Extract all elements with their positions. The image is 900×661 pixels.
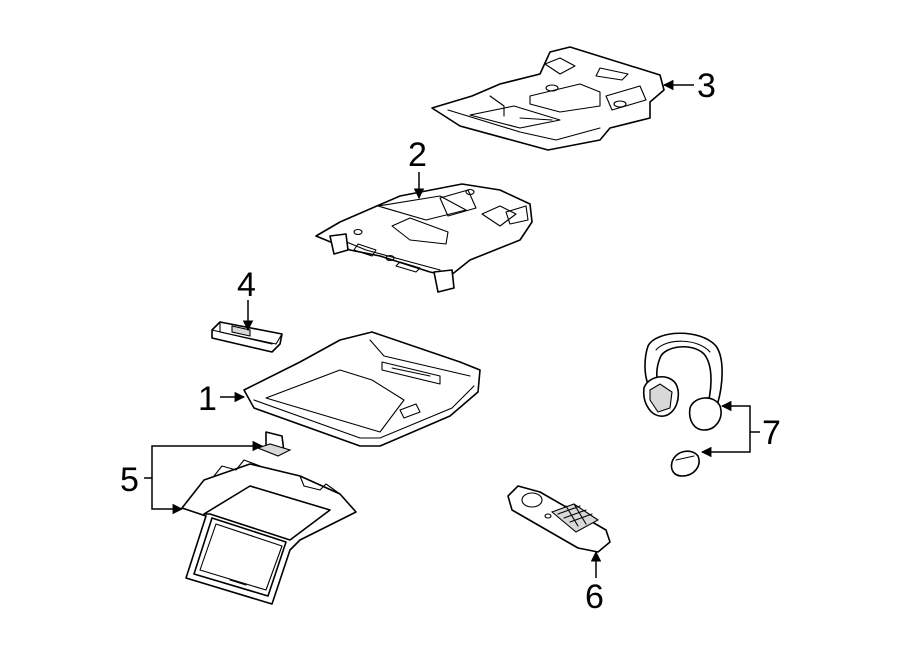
callout-labels: 1 2 3 4 5 6 7 [120,67,781,616]
leader-7-bottom [700,432,751,458]
part-6-remote-control [507,485,611,553]
callout-5: 5 [120,461,139,499]
callout-6: 6 [585,578,604,616]
callout-3: 3 [697,67,716,105]
part-4-module [211,321,283,353]
leader-7-top [720,400,760,433]
callout-7: 7 [762,414,781,452]
leader-lines [144,79,760,578]
callout-4: 4 [237,266,256,304]
part-1-console-housing [243,331,481,447]
part-3-mounting-bracket [431,46,665,151]
part-2-base-plate [315,183,533,293]
part-5-flip-down-screen [181,431,357,605]
leader-5-bottom [151,478,184,515]
leader-5-top [144,440,264,479]
callout-1: 1 [198,380,217,418]
part-7-headphones [642,332,723,477]
callout-2: 2 [408,136,427,174]
